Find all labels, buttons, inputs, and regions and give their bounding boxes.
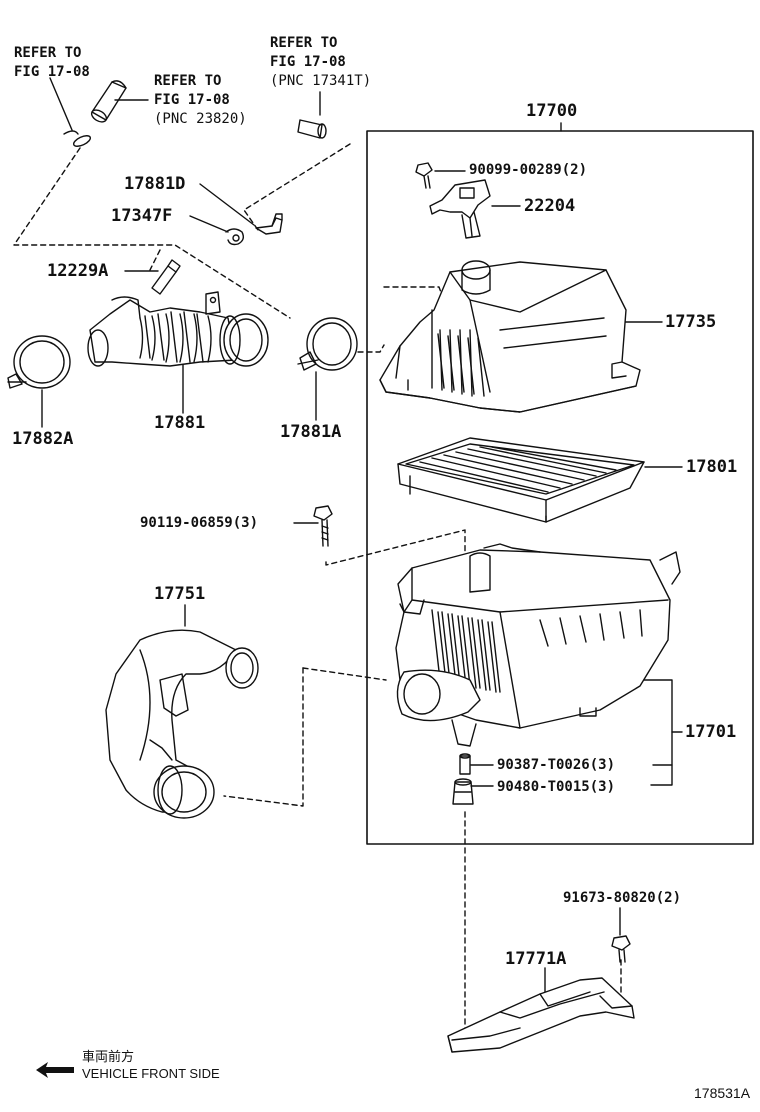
part-label-17701: 17701 xyxy=(685,722,737,742)
bushing-90480 xyxy=(452,778,474,805)
bracket-17771A xyxy=(447,977,635,1053)
part-label-17881D: 17881D xyxy=(124,174,186,194)
part-label-17801: 17801 xyxy=(686,457,738,477)
part-label-17347F: 17347F xyxy=(111,206,173,226)
bolt-90119 xyxy=(313,505,333,547)
part-label-90099: 90099-00289(2) xyxy=(469,162,588,178)
diagram-code: 178531A xyxy=(694,1085,751,1101)
clip-17347F xyxy=(225,228,245,246)
part-label-90480: 90480-T0015(3) xyxy=(497,779,616,795)
part-label-12229A: 12229A xyxy=(47,261,109,281)
legend-vehicle-front-side: VEHICLE FRONT SIDE xyxy=(82,1066,220,1081)
fitting-12229A xyxy=(151,259,181,295)
small-hose-ref xyxy=(297,119,327,139)
assembly-frame xyxy=(366,130,754,845)
cleaner-case-17701 xyxy=(395,543,681,747)
arrow-left-icon xyxy=(36,1062,74,1078)
bolt-91673 xyxy=(611,935,631,963)
dashed-leaders xyxy=(13,143,622,1031)
connector-17881D xyxy=(255,213,283,235)
part-label-17881: 17881 xyxy=(154,413,206,433)
part-label-91673: 91673-80820(2) xyxy=(563,890,682,906)
part-label-22204: 22204 xyxy=(524,196,576,216)
cleaner-cap-17735 xyxy=(379,260,641,413)
bolt-90099 xyxy=(415,162,433,189)
part-label-17735: 17735 xyxy=(665,312,717,332)
part-label-17881A: 17881A xyxy=(280,422,342,442)
clamp-17882A xyxy=(7,335,71,389)
intake-hose-17881 xyxy=(87,291,269,367)
part-label-17751: 17751 xyxy=(154,584,206,604)
part-label-90119: 90119-06859(3) xyxy=(140,515,259,531)
clamp-17881A xyxy=(297,317,358,371)
hose-ref xyxy=(90,80,127,123)
legend-jp: 車両前方 xyxy=(82,1049,135,1064)
intake-duct-17751 xyxy=(105,629,259,819)
part-label-17771A: 17771A xyxy=(505,949,567,969)
leader-lines xyxy=(41,77,683,997)
part-label-17882A: 17882A xyxy=(12,429,74,449)
part-label-17700: 17700 xyxy=(526,101,578,121)
sensor-22204 xyxy=(429,179,491,239)
filter-element-17801 xyxy=(397,437,645,523)
part-label-90387: 90387-T0026(3) xyxy=(497,757,616,773)
grommet-90387 xyxy=(459,753,471,775)
ring-ref xyxy=(63,130,92,147)
